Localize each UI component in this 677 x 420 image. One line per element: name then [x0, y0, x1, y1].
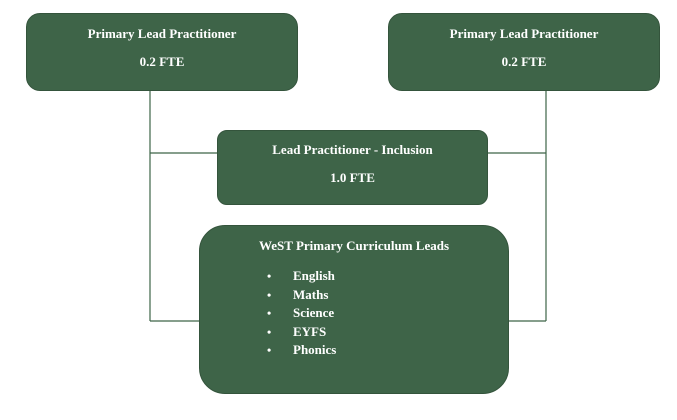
box-fte: 1.0 FTE: [330, 170, 375, 185]
box-title: Lead Practitioner - Inclusion: [272, 142, 433, 157]
lead-practitioner-inclusion-box: Lead Practitioner - Inclusion 1.0 FTE: [217, 130, 488, 205]
bullet-icon: •: [267, 343, 272, 357]
bullet-icon: •: [267, 287, 272, 302]
curriculum-item-label: Science: [293, 305, 335, 320]
box-title: Primary Lead Practitioner: [87, 26, 237, 41]
curriculum-leads-box: WeST Primary Curriculum Leads • English …: [199, 225, 509, 394]
primary-lead-practitioner-box-right: Primary Lead Practitioner 0.2 FTE: [388, 13, 660, 91]
bullet-icon: •: [267, 324, 272, 339]
curriculum-item-label: English: [293, 268, 335, 283]
curriculum-item-label: Phonics: [293, 342, 337, 357]
box-title: WeST Primary Curriculum Leads: [258, 238, 450, 253]
bullet-icon: •: [267, 306, 272, 320]
curriculum-item-label: EYFS: [293, 323, 327, 339]
bullet-icon: •: [267, 269, 272, 283]
curriculum-item-label: Maths: [293, 286, 329, 302]
box-fte: 0.2 FTE: [139, 54, 185, 69]
box-fte: 0.2 FTE: [501, 54, 547, 69]
box-title: Primary Lead Practitioner: [449, 26, 599, 41]
primary-lead-practitioner-box-left: Primary Lead Practitioner 0.2 FTE: [26, 13, 298, 91]
